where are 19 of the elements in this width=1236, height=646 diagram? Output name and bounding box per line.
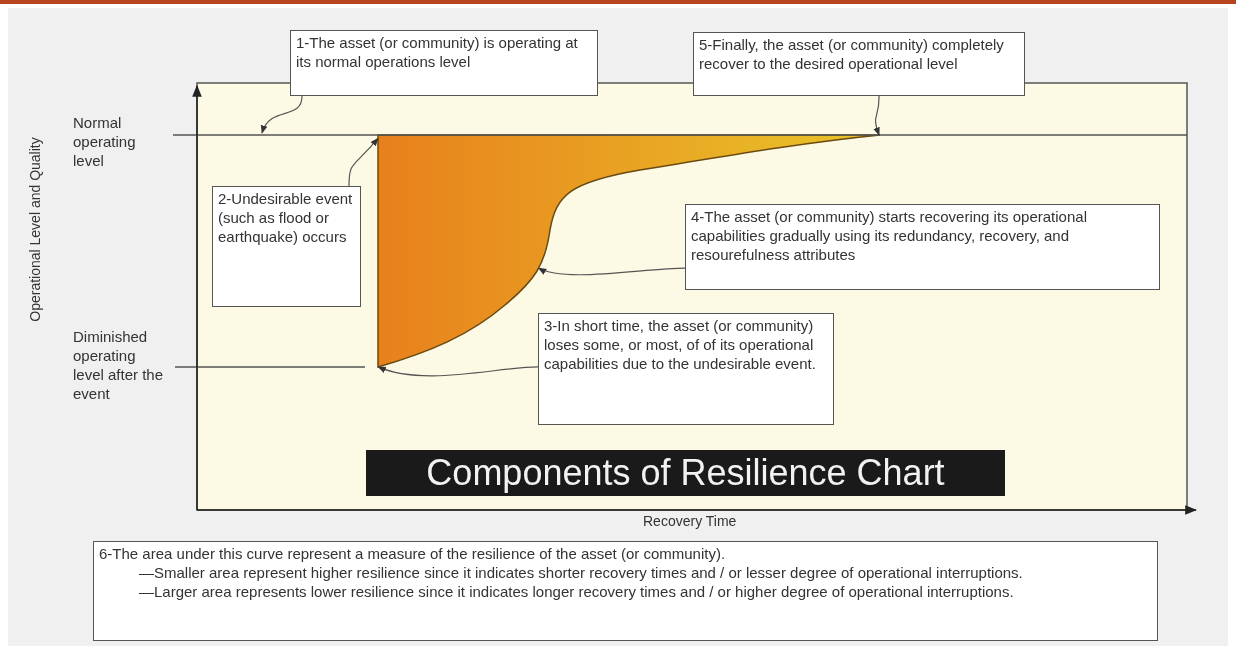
note-text: —Larger area represents lower resilience since it indicates longer recovery times and / or higher degree of operational interruptions. bbox=[138, 582, 1015, 601]
chart-title: Components of Resilience Chart bbox=[366, 450, 1005, 496]
callout-box: 5-Finally, the asset (or community) completely recover to the desired operational level bbox=[693, 32, 1025, 96]
leader-line bbox=[873, 95, 880, 136]
note-heading: 6-The area under this curve represent a measure of the resilience of the asset (or community). bbox=[99, 544, 727, 563]
leader-line bbox=[377, 366, 539, 377]
callout-box: 4-The asset (or community) starts recovering its operational capabilities gradually using its redundancy, recovery, and resourefulness attributes bbox=[685, 204, 1160, 290]
leader-line bbox=[348, 137, 379, 187]
leader-line bbox=[261, 95, 303, 134]
callout-box: 1-The asset (or community) is operating at its normal operations level bbox=[290, 30, 598, 96]
level-label: Diminished operating level after the event bbox=[73, 327, 165, 403]
level-label: Normal operating level bbox=[73, 113, 137, 170]
leader-line bbox=[537, 267, 686, 276]
axis-title: Recovery Time bbox=[643, 512, 737, 531]
note-text: —Smaller area represent higher resilience since it indicates shorter recovery times and / or lesser degree of operational interruptions. bbox=[138, 563, 1024, 582]
note-box bbox=[93, 541, 1158, 641]
callout-box: 2-Undesirable event (such as flood or earthquake) occurs bbox=[212, 186, 361, 307]
callout-box: 3-In short time, the asset (or community) loses some, or most, of of its operational capabilities due to the undesirable event. bbox=[538, 313, 834, 425]
axis-title: Operational Level and Quality bbox=[25, 136, 44, 324]
